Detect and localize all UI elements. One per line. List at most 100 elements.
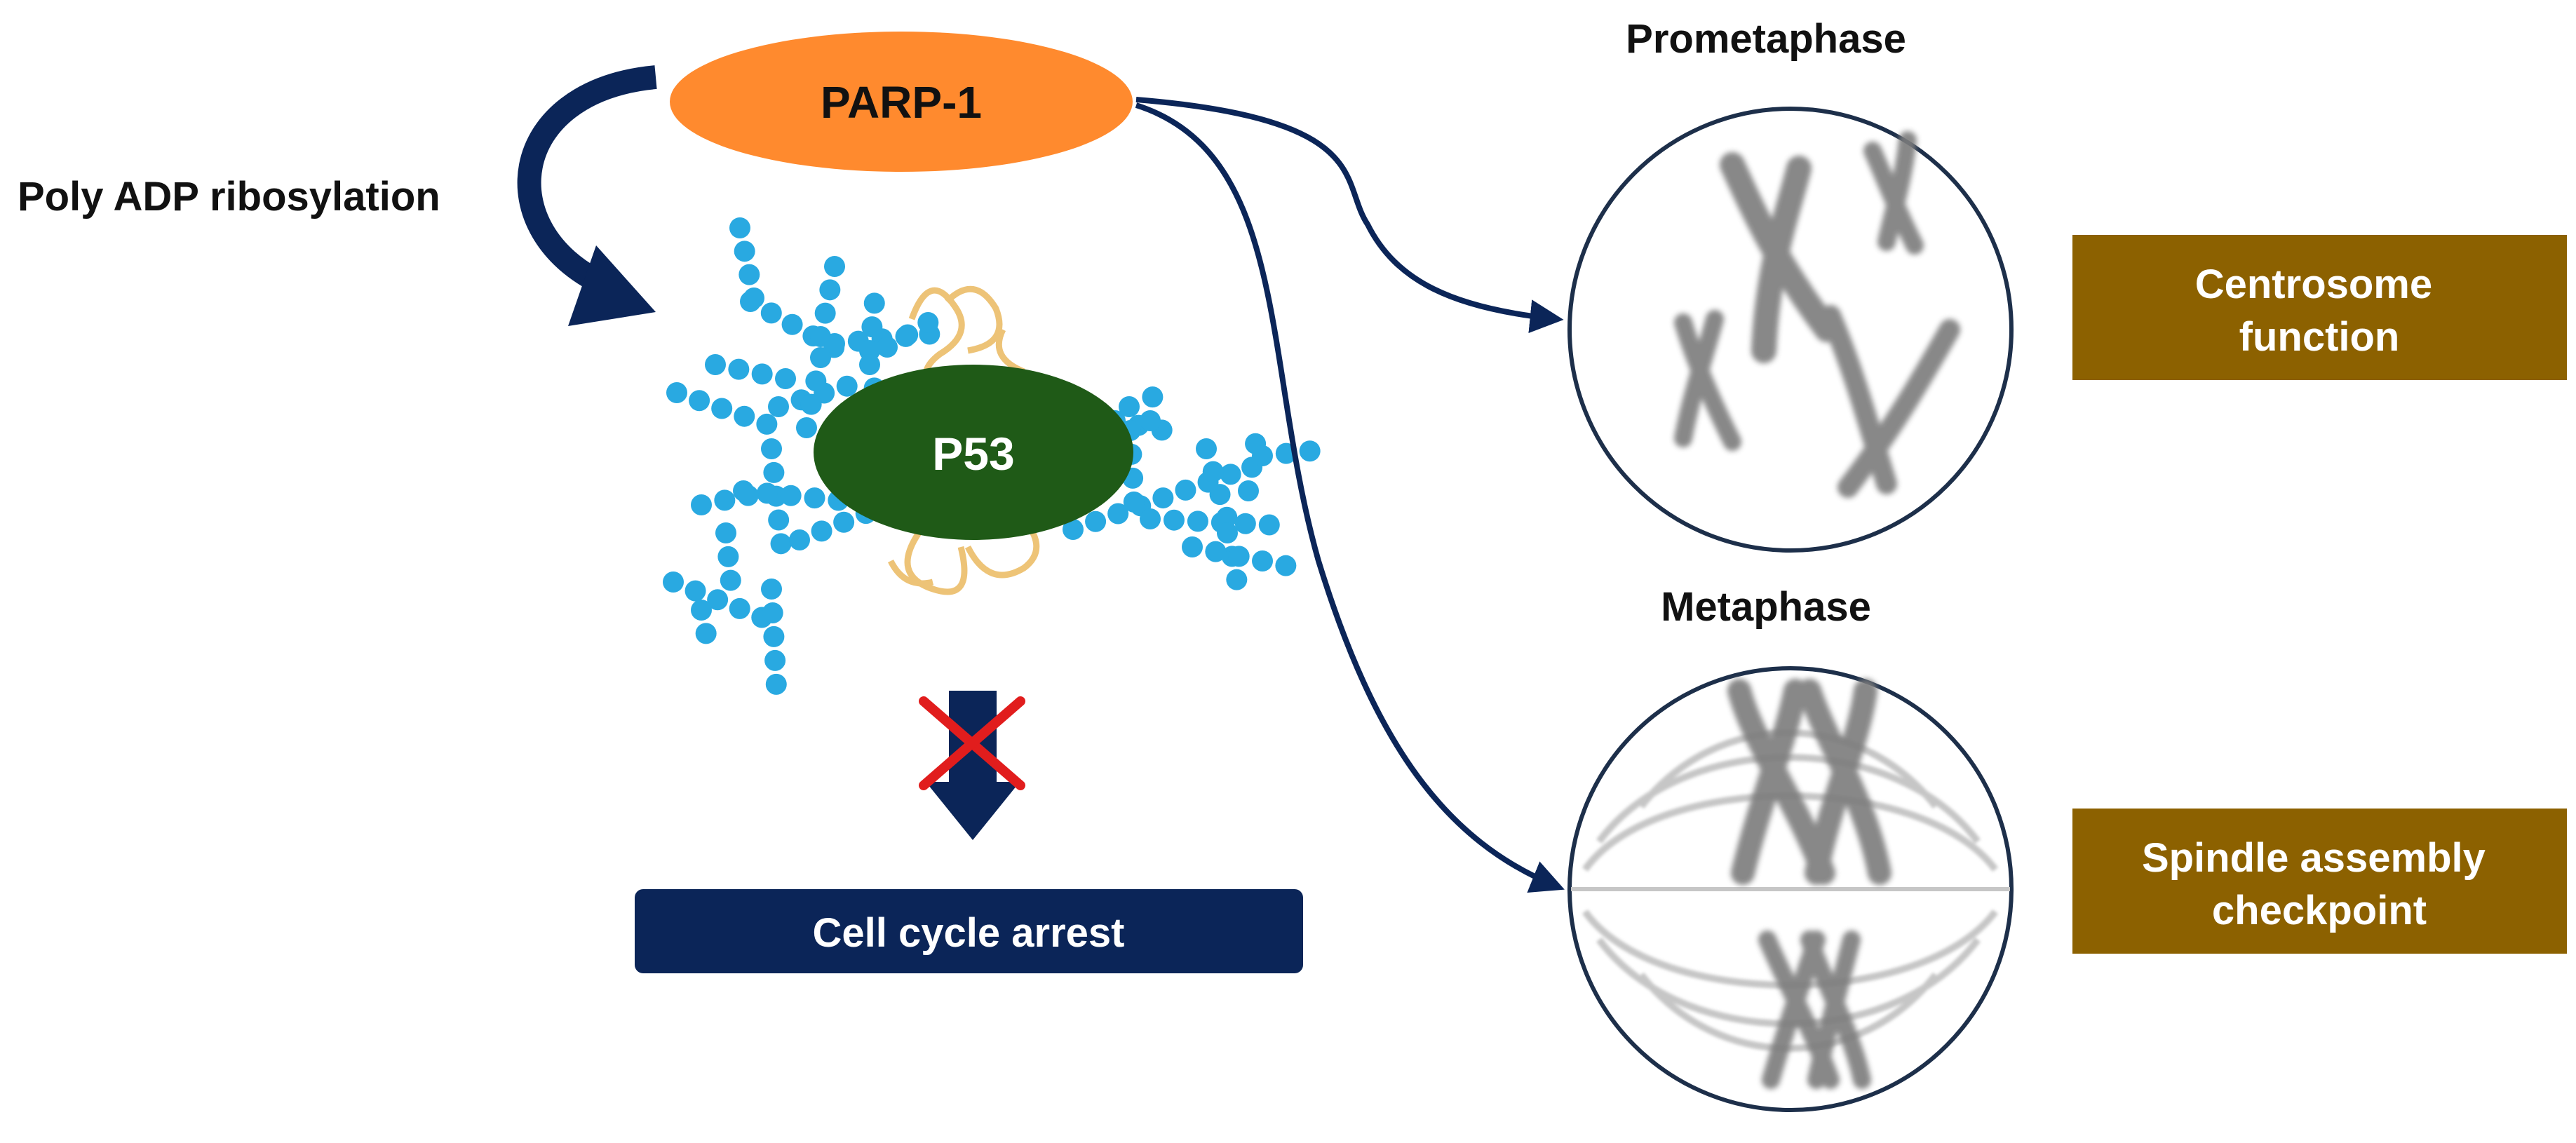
adp-ribose-bead: [685, 580, 706, 602]
adp-ribose-bead: [729, 597, 750, 619]
adp-ribose-bead: [756, 482, 778, 504]
adp-ribose-bead: [768, 509, 790, 531]
p53-label: P53: [932, 428, 1014, 480]
adp-ribose-bead: [762, 602, 783, 623]
adp-ribose-bead: [814, 302, 836, 324]
adp-ribose-bead: [824, 255, 846, 277]
adp-ribose-bead: [810, 346, 832, 368]
adp-ribose-bead: [763, 461, 785, 483]
adp-ribose-bead: [1163, 509, 1185, 531]
spindle-line-1: Spindle assembly: [2142, 835, 2486, 881]
adp-ribose-bead: [734, 241, 755, 262]
adp-ribose-bead: [789, 529, 810, 550]
spindle-line-2: checkpoint: [2212, 888, 2427, 933]
adp-ribose-bead: [768, 396, 789, 417]
parp1-to-metaphase-arrow: [1135, 102, 1565, 893]
centrosome-function-box: Centrosome function: [2072, 235, 2567, 380]
prometaphase-chromosomes: [1674, 131, 1960, 498]
adp-ribose-bead: [824, 333, 845, 354]
adp-ribose-bead: [764, 649, 786, 671]
adp-ribose-bead: [714, 489, 736, 511]
adp-ribose-bead: [707, 589, 729, 611]
adp-ribose-bead: [804, 487, 825, 509]
adp-ribose-bead: [1228, 546, 1250, 567]
adp-ribose-bead: [805, 370, 827, 392]
adp-ribose-bead: [763, 625, 785, 647]
adp-ribose-bead: [1216, 506, 1238, 528]
adp-ribose-bead: [1299, 440, 1321, 462]
adp-ribose-bead: [728, 358, 750, 380]
adp-ribose-bead: [1217, 522, 1238, 543]
adp-ribose-bead: [800, 393, 822, 415]
adp-ribose-bead: [1226, 569, 1248, 590]
parp1-ellipse: [670, 32, 1133, 172]
adp-ribose-bead: [819, 279, 841, 301]
cross-x-icon: [919, 696, 1025, 790]
adp-ribose-bead: [1085, 510, 1107, 532]
adp-ribose-bead: [1209, 484, 1231, 506]
adp-ribose-bead: [705, 354, 726, 375]
adp-ribose-bead: [780, 485, 802, 506]
adp-ribose-bead: [1182, 536, 1203, 557]
prometaphase-title: Prometaphase: [1626, 16, 1906, 62]
adp-ribose-bead: [811, 520, 832, 542]
prometaphase-cell: [1567, 107, 2014, 553]
blocked-arrow: [926, 691, 1020, 840]
centrosome-function-rect: [2072, 235, 2567, 380]
adp-ribose-bead: [1119, 396, 1140, 417]
centrosome-line-2: function: [2239, 314, 2400, 360]
metaphase-chromosomes: [1727, 679, 1891, 1089]
adp-ribose-bead: [897, 324, 919, 346]
adp-ribose-bead: [1220, 464, 1241, 485]
adp-ribose-bead: [1234, 513, 1256, 534]
adp-ribose-bead: [765, 673, 787, 695]
spindle-assembly-checkpoint-rect: [2072, 809, 2567, 954]
adp-ribose-bead: [781, 313, 803, 335]
metaphase-title: Metaphase: [1661, 584, 1871, 630]
adp-ribose-bead: [836, 375, 858, 397]
centrosome-line-1: Centrosome: [2195, 262, 2432, 307]
adp-ribose-bead: [691, 600, 712, 621]
adp-ribose-bead: [859, 354, 880, 375]
adp-ribose-bead: [729, 217, 750, 238]
adp-ribose-bead: [720, 569, 741, 591]
poly-adp-ribosylation-arrow: [517, 65, 657, 326]
poly-adp-ribose-chains: [663, 217, 1321, 695]
adp-ribose-bead: [761, 579, 782, 600]
adp-ribose-bead: [695, 623, 717, 644]
adp-ribose-bead: [1196, 438, 1217, 459]
cell-cycle-arrest-box: Cell cycle arrest: [635, 889, 1303, 973]
adp-ribose-bead: [1063, 519, 1084, 540]
adp-ribose-bead: [760, 302, 782, 324]
adp-ribose-bead: [796, 417, 817, 438]
adp-ribose-bead: [1140, 410, 1161, 431]
poly-adp-ribosylation-label: Poly ADP ribosylation: [18, 174, 440, 219]
adp-ribose-bead: [737, 485, 759, 506]
adp-ribose-bead: [917, 312, 939, 334]
curved-arrow-head: [568, 245, 656, 326]
adp-ribose-bead: [863, 292, 885, 314]
adp-ribose-bead: [691, 494, 712, 515]
parp1-to-prometaphase-arrow: [1135, 97, 1564, 334]
metaphase-cell: [1567, 666, 2014, 1112]
adp-ribose-bead: [833, 511, 855, 533]
adp-ribose-bead: [711, 398, 733, 419]
blocked-arrow-head: [926, 782, 1020, 840]
centrosome-function-label: Centrosome function: [2195, 262, 2444, 360]
adp-ribose-bead: [666, 382, 687, 403]
adp-ribose-bead: [1205, 541, 1227, 562]
adp-ribose-bead: [770, 533, 792, 555]
adp-ribose-bead: [1252, 550, 1274, 572]
adp-ribose-bead: [1187, 510, 1208, 532]
curved-arrow-shaft: [517, 65, 657, 295]
adp-ribose-bead: [663, 572, 684, 593]
adp-ribose-bead: [1258, 514, 1280, 536]
cell-cycle-arrest-rect: [635, 889, 1303, 973]
adp-ribose-bead: [1202, 461, 1224, 482]
adp-ribose-bead: [689, 390, 710, 412]
adp-ribose-bead: [743, 288, 764, 309]
spindle-assembly-checkpoint-box: Spindle assembly checkpoint: [2072, 809, 2567, 954]
adp-ribose-bead: [751, 363, 773, 385]
adp-ribose-bead: [1252, 445, 1273, 466]
